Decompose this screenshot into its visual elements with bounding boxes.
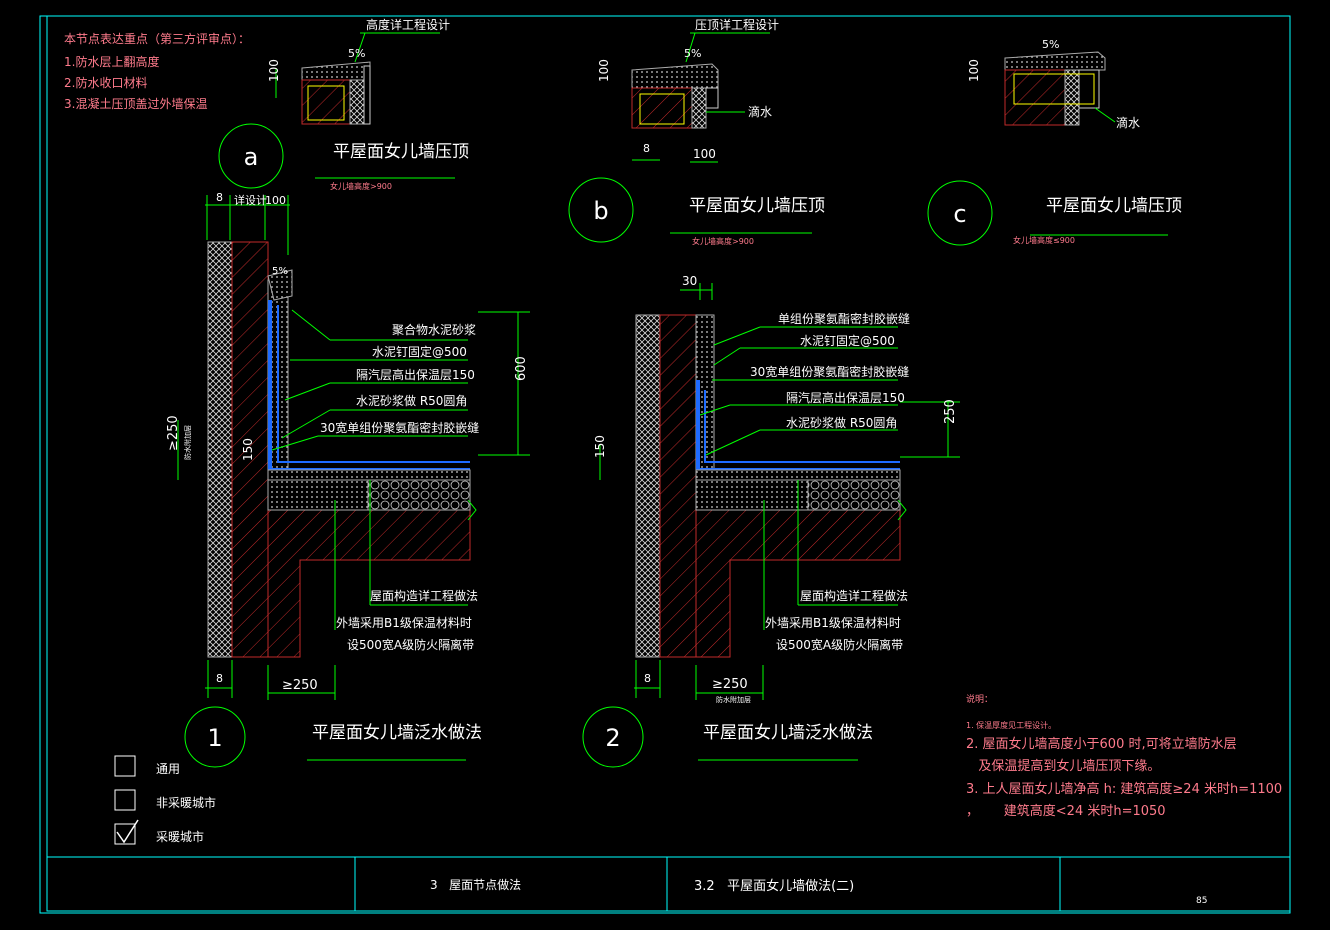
svg-text:5%: 5% <box>272 266 288 277</box>
svg-text:压顶详工程设计: 压顶详工程设计 <box>695 17 779 32</box>
page-number: 85 <box>1196 896 1207 906</box>
svg-text:8: 8 <box>644 672 651 685</box>
svg-text:5%: 5% <box>1042 38 1059 51</box>
svg-text:女儿墙高度≤900: 女儿墙高度≤900 <box>1013 235 1075 245</box>
explanation: 说明： 1. 保温厚度见工程设计。 2. 屋面女儿墙高度小于600 时,可将立墙… <box>966 693 1282 819</box>
svg-text:≥250: ≥250 <box>166 415 181 451</box>
svg-text:详设计: 详设计 <box>234 193 267 207</box>
svg-text:， 建筑高度<24 米时h=1050: ， 建筑高度<24 米时h=1050 <box>966 803 1166 819</box>
svg-text:水泥钉固定@500: 水泥钉固定@500 <box>372 344 467 359</box>
svg-text:单组份聚氨酯密封胶嵌缝: 单组份聚氨酯密封胶嵌缝 <box>778 311 910 326</box>
detail-1-title: 平屋面女儿墙泛水做法 <box>312 723 482 743</box>
svg-text:100: 100 <box>597 59 611 82</box>
svg-text:设500宽A级防火隔离带: 设500宽A级防火隔离带 <box>776 637 903 652</box>
svg-text:防水附加层: 防水附加层 <box>716 695 751 704</box>
svg-text:屋面构造详工程做法: 屋面构造详工程做法 <box>800 588 908 603</box>
note-1: 1.防水层上翻高度 <box>64 54 159 69</box>
detail-2-title: 平屋面女儿墙泛水做法 <box>703 723 873 743</box>
svg-text:聚合物水泥砂浆: 聚合物水泥砂浆 <box>392 322 476 337</box>
detail-a: 高度详工程设计 5% 100 a 平屋面女儿墙压顶 女儿墙高度>900 <box>218 17 469 191</box>
svg-text:150: 150 <box>593 435 607 458</box>
detail-a-marker <box>218 123 284 189</box>
svg-text:100: 100 <box>693 147 716 161</box>
svg-text:女儿墙高度>900: 女儿墙高度>900 <box>330 181 392 191</box>
svg-text:30: 30 <box>682 274 697 288</box>
svg-text:≥250: ≥250 <box>282 678 318 693</box>
svg-text:600: 600 <box>514 356 529 381</box>
section-title: 3.2 平屋面女儿墙做法(二) <box>694 878 854 894</box>
inner-frame <box>46 15 1291 912</box>
svg-text:8: 8 <box>216 191 223 204</box>
svg-text:30宽单组份聚氨酯密封胶嵌缝: 30宽单组份聚氨酯密封胶嵌缝 <box>750 364 909 379</box>
svg-text:a: a <box>244 143 259 171</box>
svg-text:非采暖城市: 非采暖城市 <box>156 795 216 810</box>
legend-checkbox-general[interactable] <box>114 755 136 777</box>
svg-text:100: 100 <box>267 59 281 82</box>
notes-title: 本节点表达重点（第三方评审点）： <box>64 31 250 46</box>
note-2: 2.防水收口材料 <box>64 75 147 90</box>
svg-text:3. 上人屋面女儿墙净高 h: 建筑高度≥24 米时h=: 3. 上人屋面女儿墙净高 h: 建筑高度≥24 米时h=1100 <box>966 781 1282 797</box>
svg-text:设500宽A级防火隔离带: 设500宽A级防火隔离带 <box>347 637 474 652</box>
legend-checkbox-non-heating[interactable] <box>114 789 136 811</box>
svg-text:5%: 5% <box>684 47 701 60</box>
svg-text:c: c <box>953 200 966 228</box>
check-icon <box>116 819 139 844</box>
svg-text:外墙采用B1级保温材料时: 外墙采用B1级保温材料时 <box>336 616 472 630</box>
svg-text:1: 1 <box>207 724 222 752</box>
svg-text:≥250: ≥250 <box>712 677 748 692</box>
svg-text:2: 2 <box>605 724 620 752</box>
svg-text:30宽单组份聚氨酯密封胶嵌缝: 30宽单组份聚氨酯密封胶嵌缝 <box>320 420 479 435</box>
svg-text:滴水: 滴水 <box>1116 115 1140 130</box>
svg-text:女儿墙高度>900: 女儿墙高度>900 <box>692 236 754 246</box>
svg-text:滴水: 滴水 <box>748 104 772 119</box>
detail-1: 8 详设计 100 5% ≥250 防水附加层 150 600 聚合物水泥砂浆 … <box>166 191 530 768</box>
svg-text:8: 8 <box>643 142 650 155</box>
chapter-title: 3 屋面节点做法 <box>430 877 521 892</box>
detail-b: 压顶详工程设计 5% 滴水 100 8 100 b 平屋面女儿墙压顶 女儿墙高度… <box>568 17 825 246</box>
svg-text:隔汽层高出保温层150: 隔汽层高出保温层150 <box>786 390 905 405</box>
svg-text:100: 100 <box>967 59 981 82</box>
svg-text:防水附加层: 防水附加层 <box>183 425 192 460</box>
svg-text:通用: 通用 <box>156 762 180 776</box>
svg-text:采暖城市: 采暖城市 <box>156 829 204 844</box>
svg-text:及保温提高到女儿墙压顶下缘。: 及保温提高到女儿墙压顶下缘。 <box>966 758 1160 774</box>
svg-text:150: 150 <box>241 438 255 461</box>
svg-text:8: 8 <box>216 672 223 685</box>
legend: 通用 非采暖城市 采暖城市 <box>114 755 216 845</box>
svg-text:250: 250 <box>943 399 958 424</box>
svg-text:2. 屋面女儿墙高度小于600 时,可将立墙防水层: 2. 屋面女儿墙高度小于600 时,可将立墙防水层 <box>966 736 1237 752</box>
detail-b-title: 平屋面女儿墙压顶 <box>689 196 825 216</box>
svg-text:水泥砂浆做 R50圆角: 水泥砂浆做 R50圆角 <box>786 415 897 430</box>
svg-text:平屋面女儿墙压顶: 平屋面女儿墙压顶 <box>1046 196 1182 216</box>
svg-text:5%: 5% <box>348 47 365 60</box>
legend-checkbox-heating[interactable] <box>114 823 136 845</box>
note-3: 3.混凝土压顶盖过外墙保温 <box>64 96 207 111</box>
detail-a-title: 平屋面女儿墙压顶 <box>333 142 469 162</box>
svg-text:水泥钉固定@500: 水泥钉固定@500 <box>800 333 895 348</box>
svg-text:1. 保温厚度见工程设计。: 1. 保温厚度见工程设计。 <box>966 720 1056 730</box>
svg-text:说明：: 说明： <box>966 693 993 705</box>
svg-text:100: 100 <box>265 194 286 207</box>
review-notes: 本节点表达重点（第三方评审点）： 1.防水层上翻高度 2.防水收口材料 3.混凝… <box>64 31 250 111</box>
svg-text:b: b <box>593 197 608 225</box>
detail-a-top-label: 高度详工程设计 <box>366 17 450 32</box>
title-block: 3 屋面节点做法 3.2 平屋面女儿墙做法(二) 85 <box>430 877 1207 906</box>
svg-text:屋面构造详工程做法: 屋面构造详工程做法 <box>370 588 478 603</box>
svg-text:隔汽层高出保温层150: 隔汽层高出保温层150 <box>356 367 475 382</box>
detail-c: 5% 滴水 100 c 平屋面女儿墙压顶 女儿墙高度≤900 <box>927 38 1182 246</box>
svg-text:外墙采用B1级保温材料时: 外墙采用B1级保温材料时 <box>765 616 901 630</box>
detail-2: 30 150 250 单组份聚氨酯密封胶嵌缝 水泥钉固定@500 30宽单组份聚… <box>582 274 960 768</box>
svg-text:水泥砂浆做 R50圆角: 水泥砂浆做 R50圆角 <box>356 393 467 408</box>
